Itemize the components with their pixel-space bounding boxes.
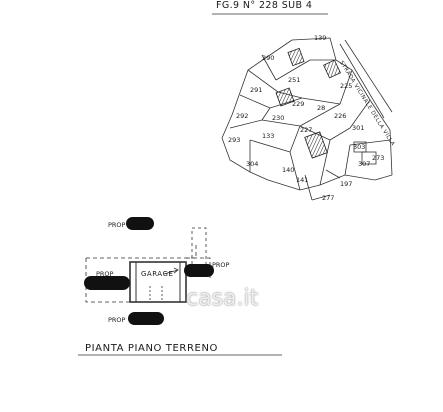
- cadastral-map: [221, 37, 393, 201]
- plan-caption: PIANTA PIANO TERRENO: [85, 343, 218, 354]
- redaction-mask: [184, 264, 214, 277]
- parcel-label: 28: [317, 104, 326, 112]
- redaction-mask: [128, 312, 164, 325]
- parcel-label: 226: [334, 112, 347, 120]
- parcel-label: 139: [314, 34, 327, 42]
- parcel-label: 293: [228, 136, 241, 144]
- parcel-label: 304: [246, 160, 259, 168]
- parcel-label: 230: [272, 114, 285, 122]
- sheet-title: FG.9 N° 228 SUB 4: [216, 0, 313, 11]
- parcel-label: 277: [322, 194, 335, 202]
- hatched-buildings: [275, 47, 341, 159]
- prop-label: PROP: [96, 270, 114, 278]
- parcel-label: 301: [352, 124, 365, 132]
- garage-label: GARAGE: [141, 270, 174, 278]
- parcel-label: 141: [296, 176, 309, 184]
- parcel-label: 229: [292, 100, 305, 108]
- parcel-label: 292: [236, 112, 249, 120]
- parcel-label: 273: [372, 154, 385, 162]
- parcel-label: 291: [250, 86, 263, 94]
- parcel-label: 140: [282, 166, 295, 174]
- parcel-label: 290: [262, 54, 275, 62]
- redaction-mask: [126, 217, 154, 230]
- parcel-label: 307: [358, 160, 371, 168]
- prop-label: PROP: [108, 316, 126, 324]
- parcel-label: 227: [300, 126, 313, 134]
- parcel-label: 303: [353, 143, 366, 151]
- parcel-label: 133: [262, 132, 275, 140]
- redaction-mask: [84, 276, 130, 290]
- parcel-label: 251: [288, 76, 301, 84]
- watermark: casa.it: [186, 286, 259, 311]
- parcel-label: 197: [340, 180, 353, 188]
- parcel-label: 225: [340, 82, 353, 90]
- prop-label: PROP: [212, 261, 230, 269]
- prop-label: PROP: [108, 221, 126, 229]
